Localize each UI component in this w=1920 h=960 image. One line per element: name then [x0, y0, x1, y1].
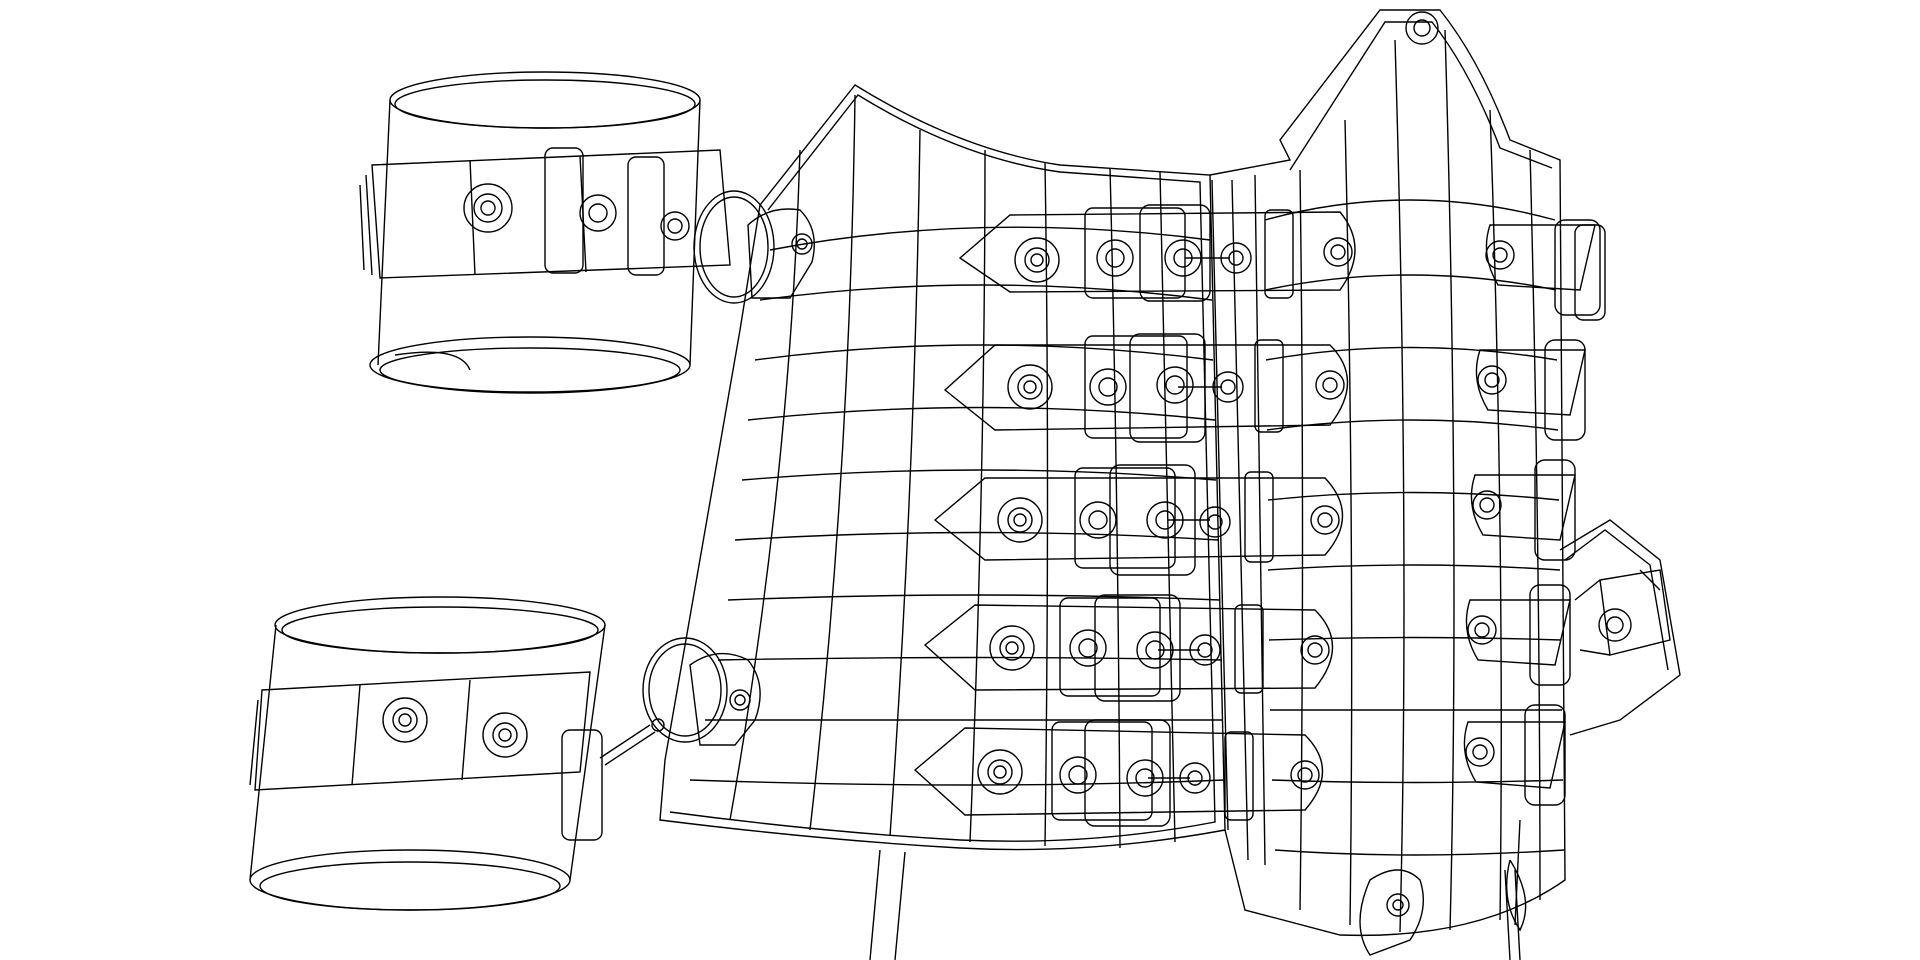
right-cuff — [1559, 519, 1681, 736]
side-buckle-straps — [1463, 219, 1606, 932]
upper-cuff — [359, 71, 815, 394]
front-buckle-straps — [913, 204, 1356, 827]
strap-2 — [943, 333, 1349, 443]
strap-5 — [913, 719, 1324, 827]
strap-1 — [958, 204, 1356, 302]
lower-cuff — [249, 596, 761, 911]
strap-4 — [923, 594, 1334, 702]
strap-3 — [933, 464, 1344, 576]
